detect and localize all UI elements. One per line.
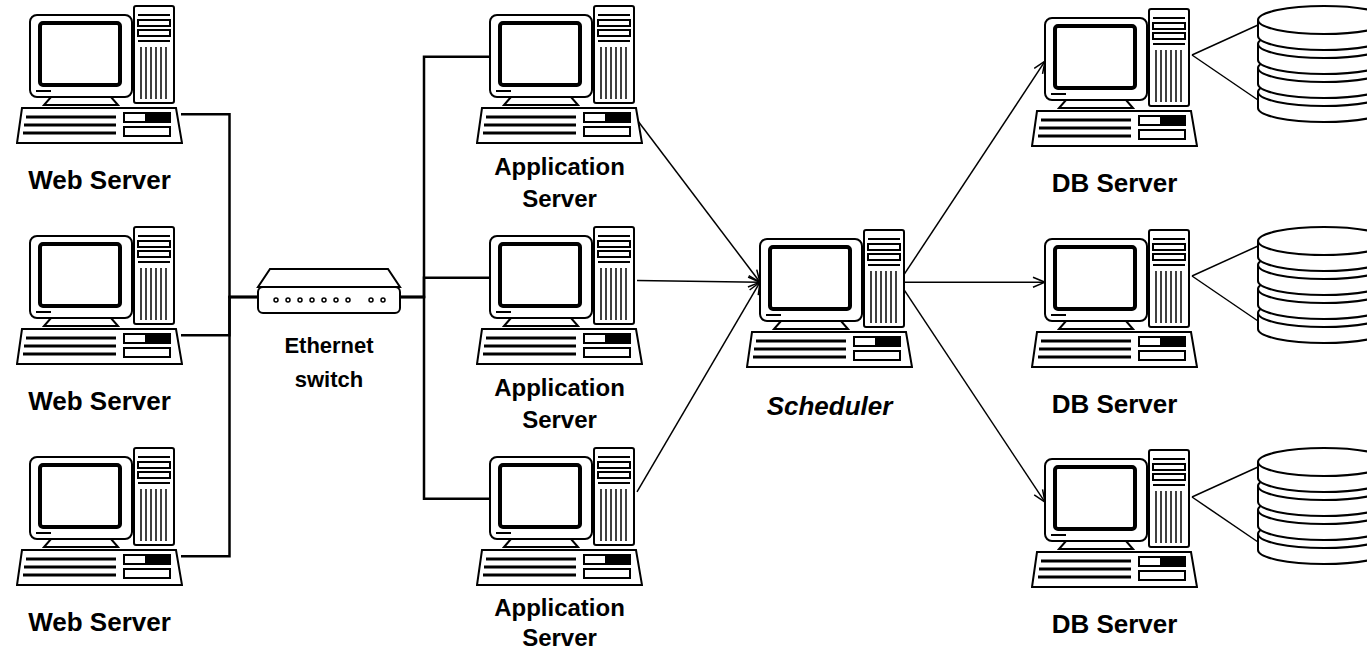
web-server: Web Server	[16, 226, 183, 416]
request-arrow	[637, 282, 760, 492]
db-server: DB Server	[1031, 229, 1198, 419]
disk-stack	[1192, 448, 1367, 564]
computer-icon	[476, 5, 643, 145]
web-server: Web Server	[16, 447, 183, 637]
node-label: Ethernet switch	[264, 329, 394, 397]
computer-icon	[476, 447, 643, 587]
node-label: Web Server	[28, 165, 171, 195]
computer-icon	[16, 447, 183, 587]
switch-icon	[256, 265, 402, 317]
application-server: Application Server	[472, 447, 647, 653]
network-link	[181, 114, 258, 297]
request-arrow	[637, 120, 760, 282]
node-label: Web Server	[28, 607, 171, 637]
computer-icon	[746, 229, 913, 369]
network-link	[400, 278, 490, 297]
disk-stack	[1192, 227, 1367, 343]
computer-icon	[1031, 8, 1198, 148]
application-server: Application Server	[472, 226, 647, 436]
ethernet-switch: Ethernet switch	[256, 265, 402, 397]
node-label: Scheduler	[767, 391, 893, 421]
application-server: Application Server	[472, 5, 647, 215]
node-label: DB Server	[1052, 609, 1178, 639]
node-label: Application Server	[472, 151, 647, 215]
node-label: Application Server	[472, 593, 647, 653]
request-arrow	[899, 282, 1045, 502]
computer-icon	[476, 226, 643, 366]
computer-icon	[16, 226, 183, 366]
request-arrow	[899, 281, 1045, 283]
network-link	[181, 297, 258, 556]
node-label: DB Server	[1052, 168, 1178, 198]
db-server: DB Server	[1031, 8, 1198, 198]
db-server: DB Server	[1031, 449, 1198, 639]
disk-stack	[1192, 6, 1367, 122]
request-arrow	[899, 61, 1045, 282]
request-arrow	[637, 281, 760, 283]
computer-icon	[1031, 229, 1198, 369]
network-link	[181, 297, 258, 335]
computer-icon	[1031, 449, 1198, 589]
web-server: Web Server	[16, 5, 183, 195]
node-label: DB Server	[1052, 389, 1178, 419]
scheduler: Scheduler	[746, 229, 913, 421]
node-label: Application Server	[472, 372, 647, 436]
computer-icon	[16, 5, 183, 145]
node-label: Web Server	[28, 386, 171, 416]
